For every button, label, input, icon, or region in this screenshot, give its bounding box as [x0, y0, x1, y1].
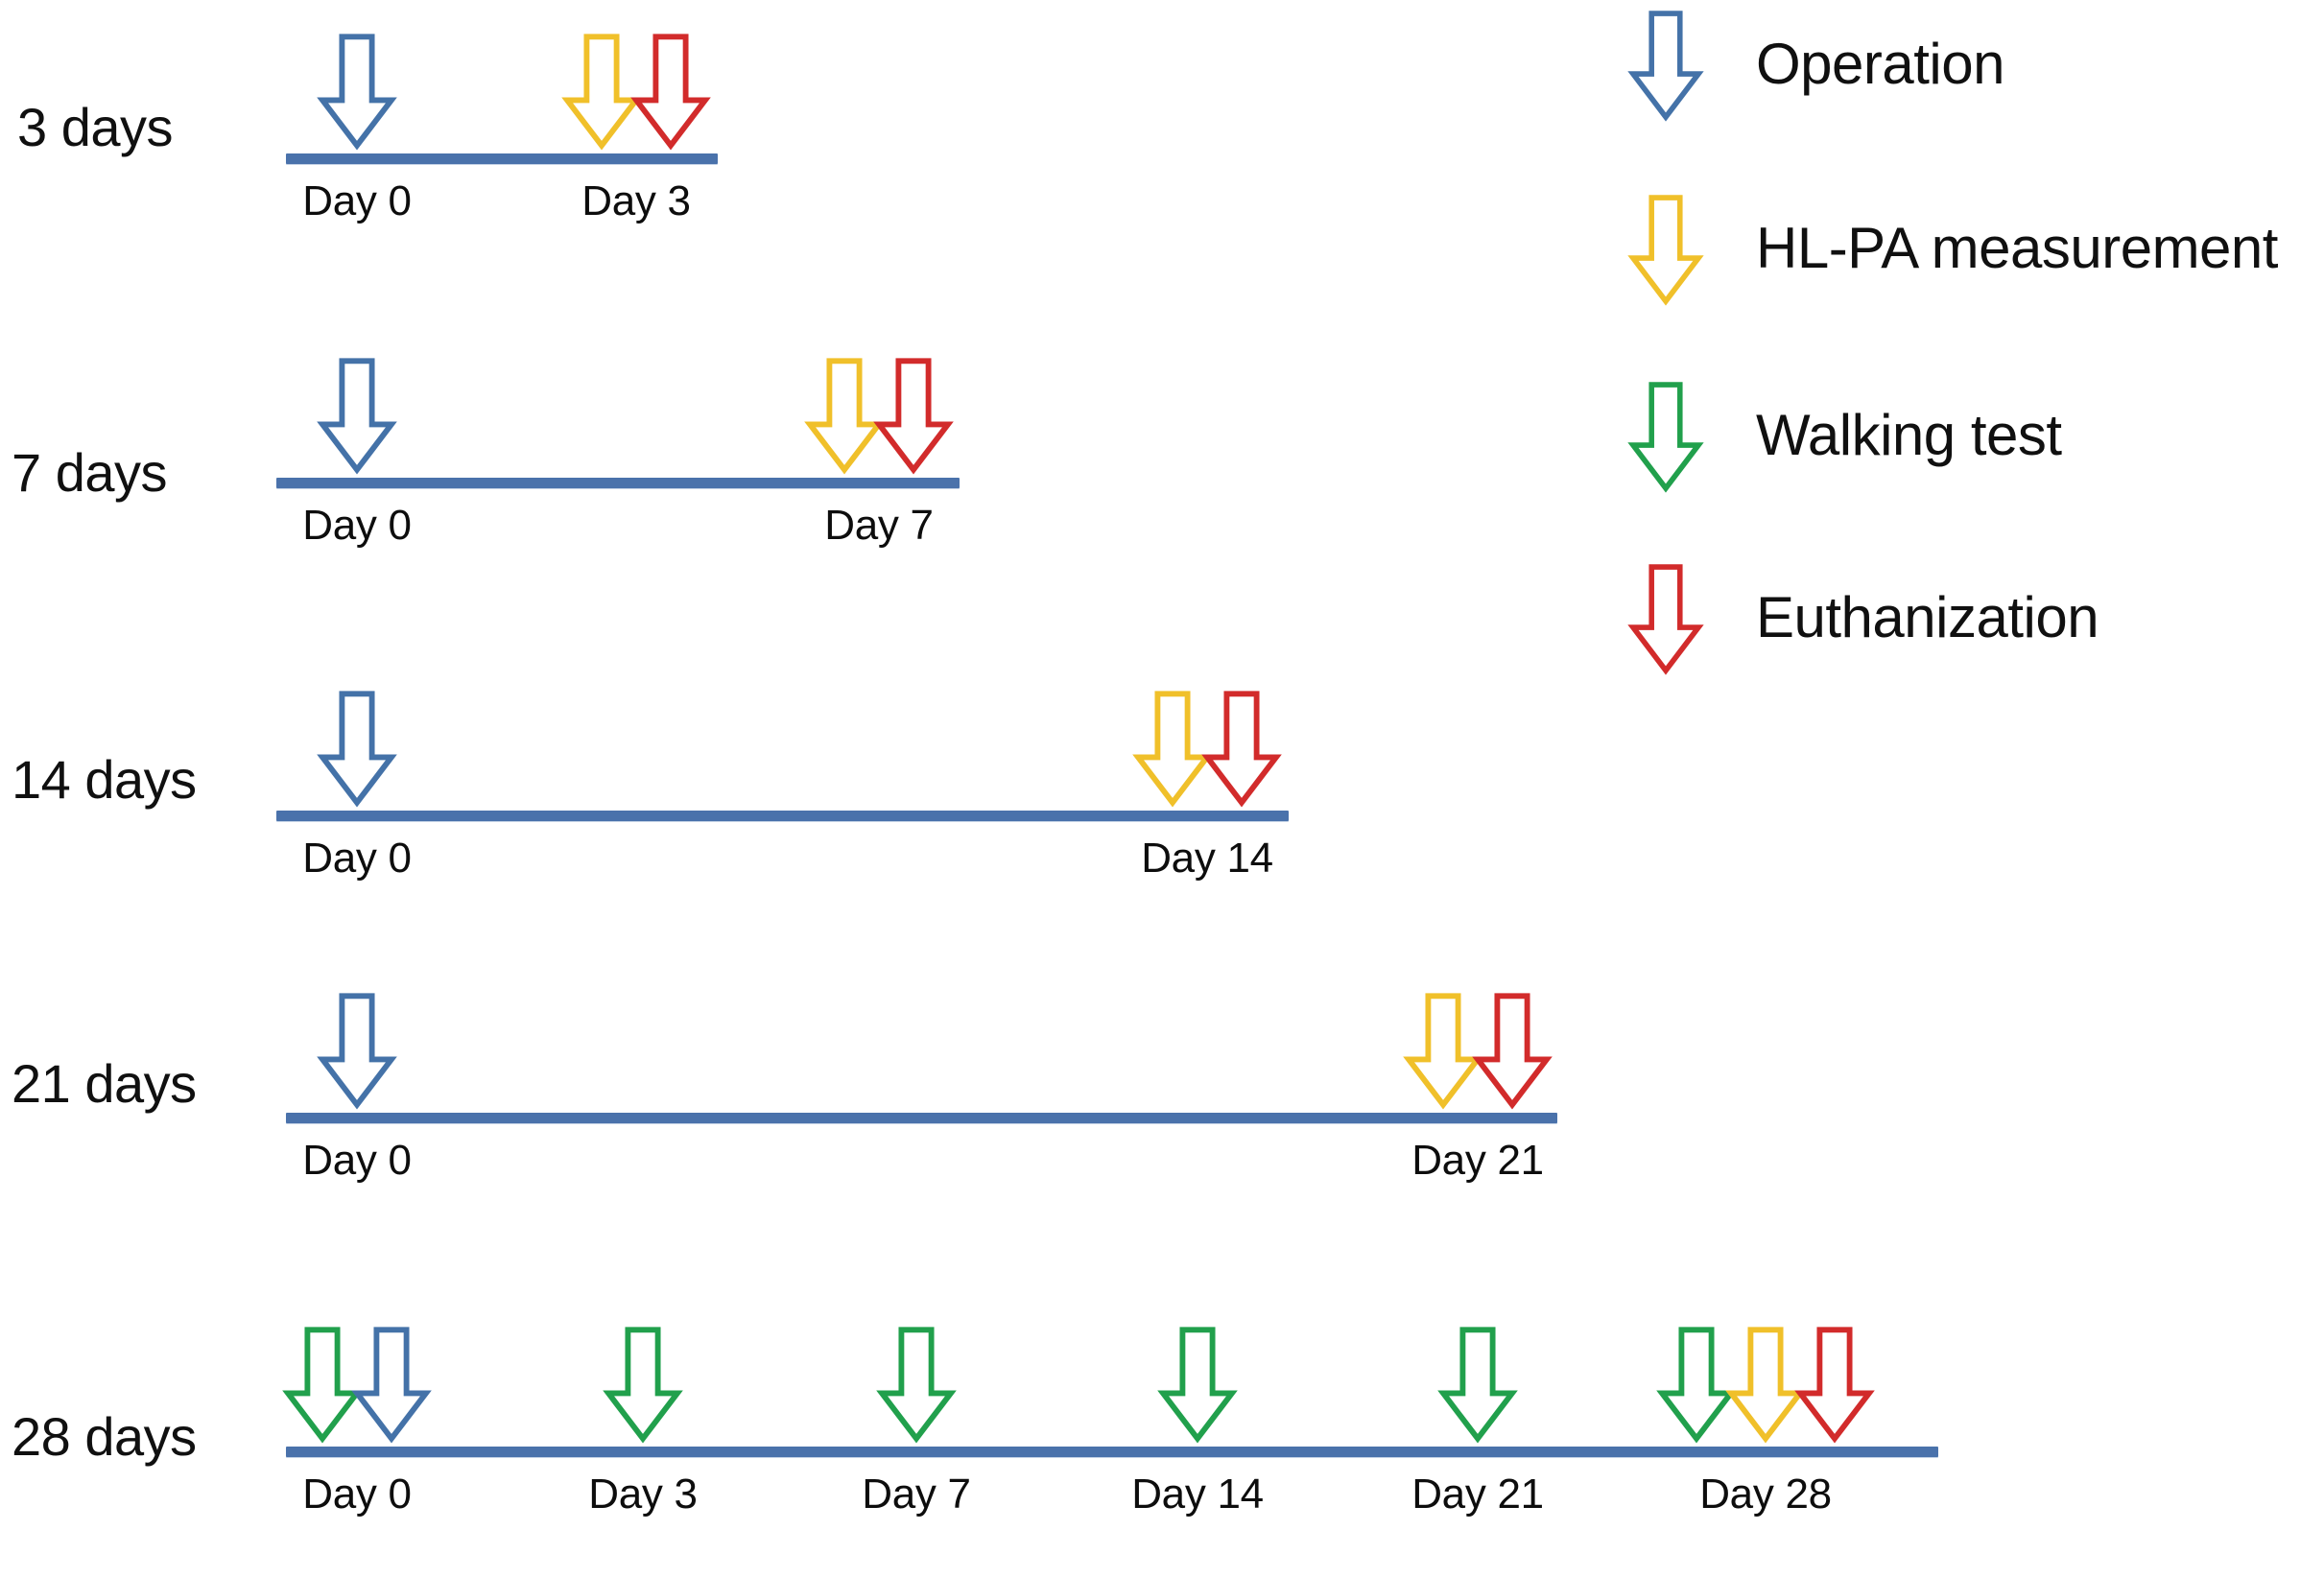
down-arrow-icon [1627, 379, 1704, 493]
down-arrow-icon [317, 990, 397, 1111]
timeline-group-label: 14 days [12, 749, 197, 810]
down-arrow-icon [317, 31, 397, 152]
legend-item: HL-PA measurement [1627, 192, 2278, 306]
down-arrow-icon [1627, 561, 1704, 675]
down-arrow-icon [317, 688, 397, 809]
timeline-tick-label: Day 0 [302, 835, 412, 882]
legend-item-label: HL-PA measurement [1756, 216, 2278, 280]
down-arrow-icon [1793, 1324, 1875, 1445]
timeline-bar [276, 478, 960, 488]
down-arrow-icon [873, 355, 954, 476]
down-arrow-icon [1403, 990, 1483, 1111]
down-arrow-icon [1627, 8, 1704, 122]
legend-item: Operation [1627, 8, 2005, 122]
timeline-tick-label: Day 0 [302, 177, 412, 224]
down-arrow-icon [561, 31, 642, 152]
down-arrow-icon [317, 355, 397, 476]
timeline-tick-label: Day 21 [1411, 1137, 1544, 1184]
legend-item-label: Euthanization [1756, 585, 2099, 649]
timeline-group-label: 28 days [12, 1406, 197, 1467]
down-arrow-icon [282, 1324, 363, 1445]
down-arrow-icon [1437, 1324, 1518, 1445]
down-arrow-icon [1201, 688, 1282, 809]
down-arrow-icon [1627, 192, 1704, 306]
timeline-tick-label: Day 3 [588, 1471, 698, 1518]
timeline-bar [286, 153, 718, 164]
timeline-tick-label: Day 14 [1141, 835, 1273, 882]
timeline-bar [286, 1113, 1557, 1123]
legend-item-label: Walking test [1756, 403, 2062, 467]
timeline-bar [286, 1447, 1938, 1457]
timeline-group-label: 7 days [12, 442, 168, 503]
timeline-bar [276, 811, 1289, 821]
timeline-tick-label: Day 21 [1411, 1471, 1544, 1518]
timeline-tick-label: Day 14 [1131, 1471, 1264, 1518]
down-arrow-icon [630, 31, 711, 152]
timeline-tick-label: Day 0 [302, 1471, 412, 1518]
legend-item: Euthanization [1627, 561, 2099, 675]
timeline-tick-label: Day 0 [302, 1137, 412, 1184]
timeline-group-label: 3 days [17, 97, 174, 157]
timeline-tick-label: Day 7 [862, 1471, 971, 1518]
timeline-group-label: 21 days [12, 1053, 197, 1114]
down-arrow-icon [351, 1324, 432, 1445]
down-arrow-icon [804, 355, 885, 476]
timeline-tick-label: Day 7 [824, 502, 934, 549]
down-arrow-icon [1656, 1324, 1738, 1445]
down-arrow-icon [876, 1324, 957, 1445]
legend-item-label: Operation [1756, 32, 2005, 96]
timeline-tick-label: Day 28 [1699, 1471, 1832, 1518]
down-arrow-icon [1132, 688, 1213, 809]
timeline-tick-label: Day 3 [581, 177, 691, 224]
timeline-tick-label: Day 0 [302, 502, 412, 549]
down-arrow-icon [1157, 1324, 1238, 1445]
down-arrow-icon [1725, 1324, 1806, 1445]
legend-item: Walking test [1627, 379, 2062, 493]
down-arrow-icon [603, 1324, 683, 1445]
down-arrow-icon [1472, 990, 1553, 1111]
